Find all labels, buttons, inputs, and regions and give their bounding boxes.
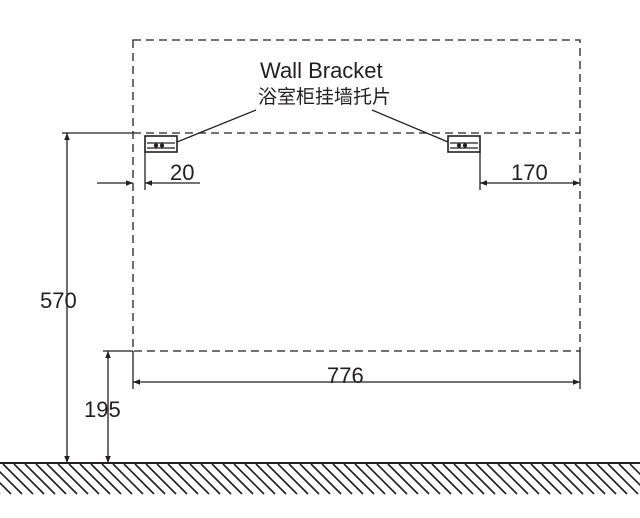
hatch-line [57, 463, 89, 495]
hatch-line [354, 463, 386, 495]
hatch-line [486, 463, 518, 495]
left-bracket-icon [144, 135, 178, 153]
hatch-line [255, 463, 287, 495]
hatch-line [310, 463, 342, 495]
hatch-line [497, 463, 529, 495]
left-leader-line [176, 109, 257, 143]
hatch-line [552, 463, 584, 495]
hatch-line [332, 463, 364, 495]
hatch-line [13, 463, 45, 495]
hatch-line [222, 463, 254, 495]
hatch-line [189, 463, 221, 495]
dim-195-label: 195 [84, 397, 121, 422]
hatch-line [299, 463, 331, 495]
hatch-line [35, 463, 67, 495]
dim-20-label: 20 [170, 160, 195, 185]
hatch-line [453, 463, 485, 495]
hatch-line [178, 463, 210, 495]
hatch-line [398, 463, 430, 495]
hatch-line [376, 463, 408, 495]
hatch-line [541, 463, 573, 495]
hatch-line [277, 463, 309, 495]
hatch-line [233, 463, 265, 495]
hatch-line [519, 463, 551, 495]
hatch-line [101, 463, 133, 495]
dim-170-label: 170 [511, 160, 548, 185]
hatch-line [475, 463, 507, 495]
hatch-line [365, 463, 397, 495]
hatch-line [211, 463, 243, 495]
hatch-line [574, 463, 606, 495]
hatch-line [200, 463, 232, 495]
hatch-line [508, 463, 540, 495]
hatch-line [563, 463, 595, 495]
hatch-line [530, 463, 562, 495]
hatch-line [288, 463, 320, 495]
hatch-line [46, 463, 78, 495]
hatch-line [68, 463, 100, 495]
hatch-line [343, 463, 375, 495]
dim-570-label: 570 [40, 288, 77, 313]
hatch-line [90, 463, 122, 495]
hatch-line [24, 463, 56, 495]
hatch-line [2, 463, 34, 495]
hatch-line [0, 470, 23, 495]
hatch-line [123, 463, 155, 495]
hatch-line [629, 463, 640, 476]
hatch-line [387, 463, 419, 495]
hatch-line [409, 463, 441, 495]
hatch-line [442, 463, 474, 495]
hatch-line [607, 463, 639, 495]
cabinet-outline [132, 39, 581, 352]
right-bracket-icon [447, 135, 481, 153]
hatch-line [464, 463, 496, 495]
hatch-line [321, 463, 353, 495]
hatch-line [167, 463, 199, 495]
hatch-line [0, 481, 12, 495]
hatch-line [244, 463, 276, 495]
hatch-line [420, 463, 452, 495]
right-leader-line [371, 109, 449, 143]
hatch-line [431, 463, 463, 495]
hatch-line [112, 463, 144, 495]
hatch-line [266, 463, 298, 495]
wall-bracket-title-cn: 浴室柜挂墙托片 [258, 86, 392, 108]
wall-bracket-title: Wall Bracket [260, 58, 383, 83]
dim-776-label: 776 [327, 363, 364, 388]
hatch-line [145, 463, 177, 495]
hatch-line [596, 463, 628, 495]
hatch-line [585, 463, 617, 495]
hatch-line [156, 463, 188, 495]
hatch-line [79, 463, 111, 495]
hatch-line [618, 463, 640, 487]
floor-hatch [0, 463, 640, 495]
hatch-line [134, 463, 166, 495]
